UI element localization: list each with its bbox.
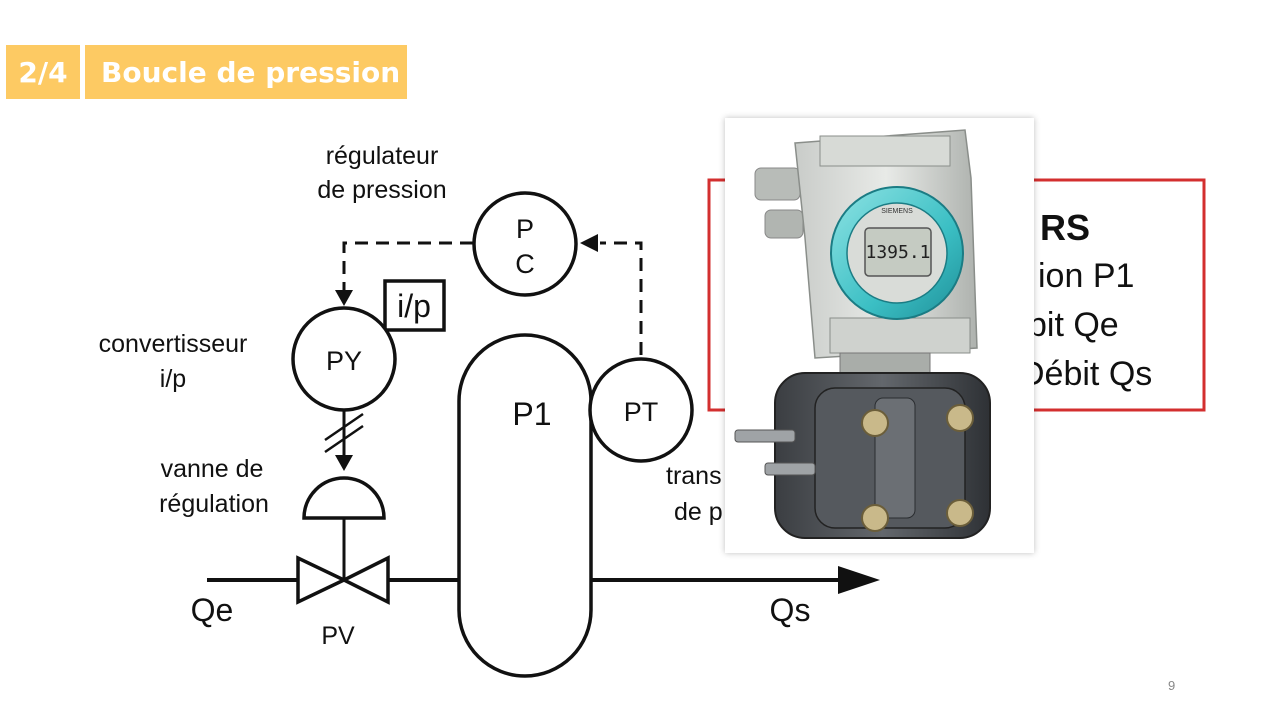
measurement-signal-line	[600, 241, 643, 355]
measurement-arrow-head	[580, 234, 598, 252]
transmitter-illustration-icon: 1395.1 SIEMENS	[734, 129, 991, 539]
ip-box-label: i/p	[397, 288, 431, 324]
pressure-transmitter-photo: 1395.1 SIEMENS	[725, 118, 1034, 553]
section-number: 2/4	[18, 55, 68, 89]
pv-label: PV	[321, 622, 355, 650]
pc-controller-circle	[472, 191, 578, 297]
transmetteur-label-1: trans	[666, 462, 722, 490]
pressure-vessel-p1	[457, 333, 593, 678]
valve-body-right	[340, 555, 390, 605]
pt-label: PT	[624, 397, 659, 427]
brand-text: SIEMENS	[881, 208, 913, 215]
valve-actuator-icon	[302, 476, 386, 520]
inlet-label: Qe	[191, 592, 234, 628]
valve-body-left	[296, 555, 349, 605]
pneumatic-hash-1	[324, 412, 364, 442]
pc-label-top: P	[516, 214, 534, 244]
pt-transmitter-circle	[588, 357, 694, 463]
legend-item-outflow: Débit Qs	[1020, 355, 1152, 393]
vanne-label-2: régulation	[159, 490, 269, 518]
legend-title: RS	[1040, 207, 1090, 248]
convertisseur-label-2: i/p	[160, 365, 186, 393]
legend-item-pressure: ion P1	[1038, 257, 1134, 295]
py-label: PY	[326, 346, 362, 376]
vanne-label-1: vanne de	[161, 455, 264, 483]
signal-arrow-head	[335, 290, 353, 306]
section-number-badge: 2/4	[6, 45, 80, 99]
convertisseur-label-1: convertisseur	[99, 330, 248, 358]
valve-arrow-head	[335, 455, 353, 471]
slide-title: Boucle de pression	[101, 55, 401, 89]
transmetteur-label-2: de p	[674, 498, 723, 526]
tank-label: P1	[512, 396, 551, 432]
page-number: 9	[1168, 678, 1176, 693]
outlet-arrow-head	[838, 566, 880, 594]
control-signal-line	[342, 241, 473, 290]
legend-item-inflow: bit Qe	[1028, 306, 1119, 344]
regulateur-label-2: de pression	[317, 176, 446, 204]
lcd-value: 1395.1	[865, 242, 930, 263]
slide-title-badge: Boucle de pression	[85, 45, 407, 99]
pc-label-bottom: C	[515, 249, 535, 279]
pneumatic-hash-2	[324, 424, 364, 454]
outlet-label: Qs	[770, 592, 811, 628]
regulateur-label-1: régulateur	[326, 142, 439, 170]
ip-box	[383, 279, 446, 332]
